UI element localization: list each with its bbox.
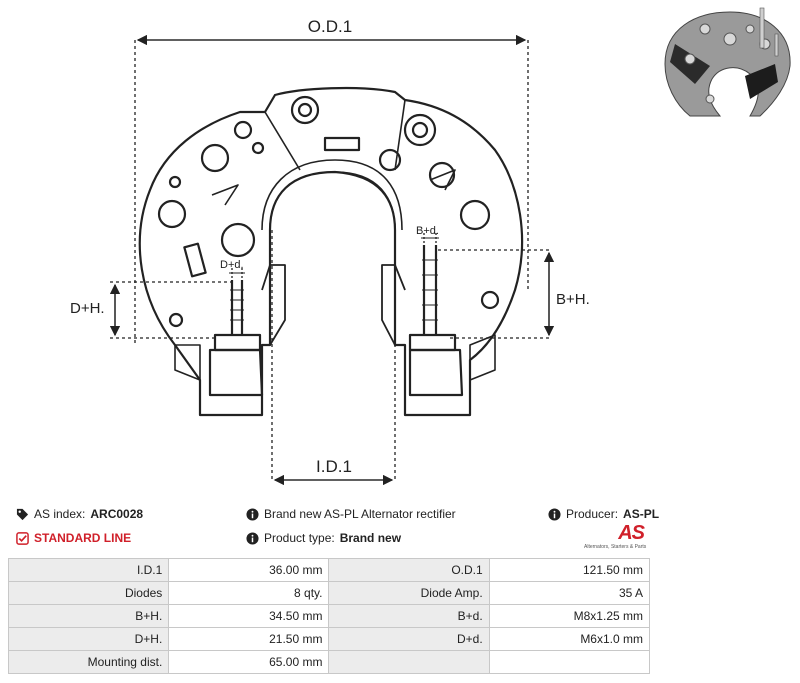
spec-value: M8x1.25 mm: [488, 604, 651, 628]
product-type-value: Brand new: [339, 531, 402, 545]
logo-subtitle: Alternators, Starters & Parts: [584, 544, 647, 550]
spec-label: Diode Amp.: [328, 581, 490, 605]
spec-label: [328, 650, 490, 674]
bh-label: B+H.: [556, 291, 590, 308]
spec-value: 21.50 mm: [168, 627, 330, 651]
as-index-value: ARC0028: [90, 507, 144, 521]
as-index-label: AS index:: [34, 507, 86, 521]
spec-value: 35 A: [488, 581, 651, 605]
as-pl-logo: AS Alternators, Starters & Parts: [584, 522, 650, 552]
spec-label: D+d.: [328, 627, 490, 651]
standard-line-label: STANDARD LINE: [34, 531, 132, 545]
spec-label: B+H.: [7, 604, 170, 628]
info-icon: [246, 507, 259, 521]
spec-value: 65.00 mm: [168, 650, 330, 674]
dd-label: D+d.: [220, 259, 244, 271]
producer-label: Producer:: [566, 507, 619, 521]
spec-label: I.D.1: [7, 558, 170, 582]
spec-row: Mounting dist.65.00 mm: [7, 650, 651, 674]
spec-value: 36.00 mm: [168, 558, 330, 582]
product-type-label: Product type:: [264, 531, 335, 545]
producer-row: Producer: AS-PL: [548, 506, 659, 522]
product-photo: [664, 7, 791, 117]
spec-value: 121.50 mm: [488, 558, 651, 582]
info-icon: [246, 531, 259, 545]
tag-icon: [16, 508, 29, 520]
description-text: Brand new AS-PL Alternator rectifier: [264, 507, 456, 521]
dh-label: D+H.: [70, 300, 105, 317]
checkbox-icon: [16, 531, 29, 545]
spec-value: 34.50 mm: [168, 604, 330, 628]
spec-label: Diodes: [7, 581, 170, 605]
spec-value: [488, 650, 651, 674]
product-type-row: Product type: Brand new: [246, 530, 401, 546]
od-label: O.D.1: [308, 17, 352, 36]
as-index-row: AS index: ARC0028: [16, 506, 143, 522]
id-label: I.D.1: [316, 457, 352, 476]
standard-line-row: STANDARD LINE: [16, 530, 131, 546]
spec-value: M6x1.0 mm: [488, 627, 651, 651]
spec-label: D+H.: [7, 627, 170, 651]
technical-drawing: O.D.1 I.D.1 B+H. D+H. B+d. D+d.: [70, 17, 590, 486]
spec-label: Mounting dist.: [7, 650, 170, 674]
info-icon: [548, 507, 561, 521]
bd-label: B+d.: [416, 225, 439, 237]
spec-label: B+d.: [328, 604, 490, 628]
logo-mark: AS: [618, 522, 645, 544]
spec-label: O.D.1: [328, 558, 490, 582]
description-row: Brand new AS-PL Alternator rectifier: [246, 506, 456, 522]
producer-value: AS-PL: [623, 507, 660, 521]
spec-value: 8 qty.: [168, 581, 330, 605]
